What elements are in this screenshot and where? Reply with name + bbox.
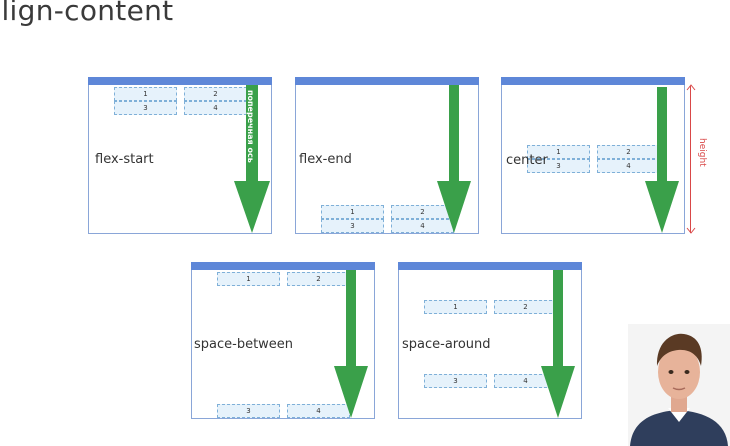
- height-label: height: [697, 138, 707, 167]
- panel-center: 1 2 3 4 center: [501, 77, 685, 234]
- page-title: align-content: [0, 0, 174, 27]
- flex-item-3: 3: [527, 159, 590, 173]
- cross-axis-arrow: [645, 87, 679, 233]
- flex-item-1: 1: [527, 145, 590, 159]
- panel-space-around: 1 2 3 4 space-around: [398, 262, 582, 419]
- flex-item-1: 1: [217, 272, 280, 286]
- cross-axis-arrow: [541, 270, 575, 418]
- flex-item-2: 2: [597, 145, 660, 159]
- panel-header-bar: [501, 77, 685, 85]
- flex-item-1: 1: [114, 87, 177, 101]
- flex-item-3: 3: [321, 219, 384, 233]
- panel-flex-end: 1 2 3 4 flex-end: [295, 77, 479, 234]
- flex-item-3: 3: [114, 101, 177, 115]
- height-indicator-line: [690, 86, 691, 233]
- flex-item-3: 3: [424, 374, 487, 388]
- panel-space-between: 1 2 3 4 space-between: [191, 262, 375, 419]
- panel-label: flex-end: [299, 152, 352, 167]
- panel-label: space-between: [194, 337, 294, 352]
- panel-label: flex-start: [95, 152, 154, 167]
- panel-header-bar: [398, 262, 582, 270]
- panel-header-bar: [88, 77, 272, 85]
- panel-label: center: [506, 153, 548, 168]
- cross-axis-arrow: [234, 85, 270, 233]
- flex-item-1: 1: [321, 205, 384, 219]
- cross-axis-label: поперечная ось: [246, 90, 255, 163]
- panel-header-bar: [191, 262, 375, 270]
- flex-item-1: 1: [424, 300, 487, 314]
- presenter-avatar-icon: [628, 324, 730, 446]
- flex-item-2: 2: [287, 272, 350, 286]
- presenter-video: [628, 324, 730, 446]
- panel-flex-start: 1 2 3 4 flex-start поперечная ось: [88, 77, 272, 234]
- cross-axis-arrow: [334, 270, 368, 418]
- panel-label: space-around: [402, 337, 491, 352]
- height-arrow-bottom-icon: [686, 227, 695, 234]
- cross-axis-arrow: [437, 85, 471, 233]
- panel-header-bar: [295, 77, 479, 85]
- flex-item-3: 3: [217, 404, 280, 418]
- height-arrow-top-icon: [686, 84, 695, 91]
